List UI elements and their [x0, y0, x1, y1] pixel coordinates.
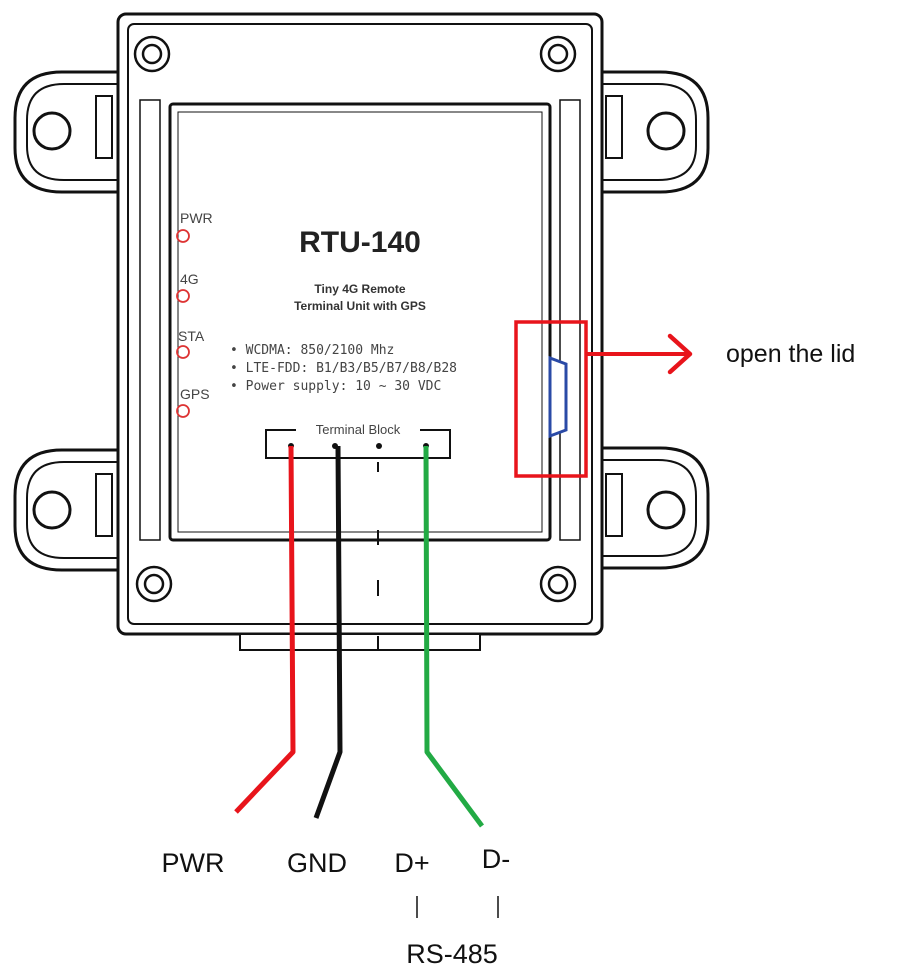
- spec-line: • WCDMA: 850/2100 Mhz: [230, 343, 394, 358]
- left-mounting-ears: [13, 70, 118, 572]
- wire-rs485: [423, 445, 485, 828]
- spec-line: • LTE-FDD: B1/B3/B5/B7/B8/B28: [230, 361, 457, 376]
- label-d-plus: D+: [394, 848, 429, 878]
- spec-line: • Power supply: 10 ~ 30 VDC: [230, 379, 441, 394]
- terminal-block-label: Terminal Block: [316, 422, 401, 437]
- led-label-sta: STA: [178, 328, 205, 344]
- lid-highlight-box: [514, 320, 588, 478]
- lid-callout: open the lid: [514, 320, 855, 478]
- open-lid-label: open the lid: [726, 340, 855, 368]
- corner-screws: [133, 35, 577, 603]
- device-subtitle-line1: Tiny 4G Remote: [314, 282, 405, 296]
- led-label-gps: GPS: [180, 386, 210, 402]
- terminal-block: Terminal Block: [265, 422, 451, 459]
- wire-gnd: [313, 445, 343, 819]
- terminal-pin: [376, 443, 382, 449]
- led-pwr: [176, 229, 190, 243]
- led-indicators: PWR 4G STA GPS: [176, 210, 213, 418]
- led-4g: [176, 289, 190, 303]
- led-label-pwr: PWR: [180, 210, 213, 226]
- label-pwr: PWR: [162, 848, 225, 878]
- front-panel: [168, 102, 552, 542]
- wire-pwr: [234, 445, 296, 814]
- right-mounting-ears: [602, 70, 710, 570]
- device-subtitle-line2: Terminal Unit with GPS: [294, 299, 426, 313]
- led-sta: [176, 345, 190, 359]
- arrow-right-icon: [667, 333, 693, 375]
- lid-latch: [548, 355, 568, 439]
- led-label-4g: 4G: [180, 271, 199, 287]
- device-model-title: RTU-140: [299, 226, 421, 259]
- bus-label: RS-485: [406, 939, 498, 969]
- led-gps: [176, 404, 190, 418]
- label-d-minus: D-: [482, 844, 511, 874]
- label-gnd: GND: [287, 848, 347, 878]
